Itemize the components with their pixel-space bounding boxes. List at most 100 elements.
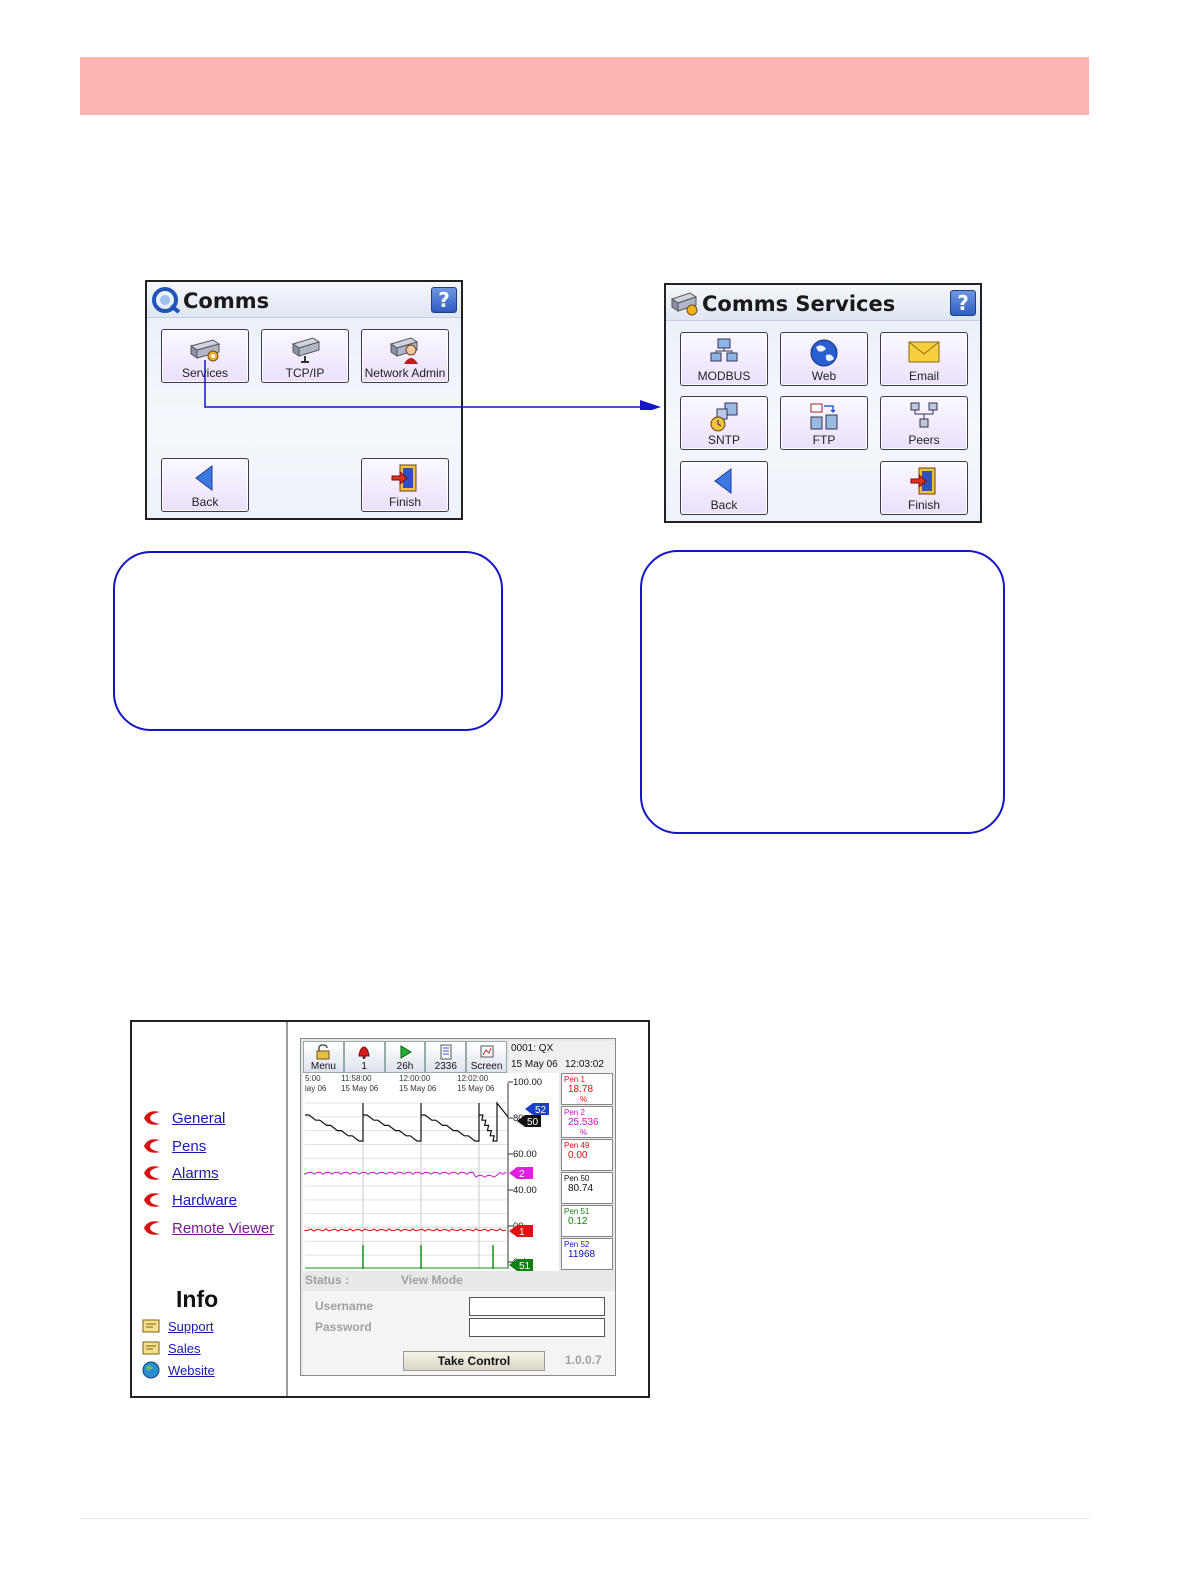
back-arrow-icon (714, 468, 732, 494)
tcpip-button[interactable]: TCP/IP (261, 329, 349, 383)
pen-value: 25.536 (568, 1117, 599, 1128)
recorder-info: 0001: QX 15 May 06 12:03:02 (509, 1041, 615, 1073)
info-heading: Info (176, 1286, 219, 1312)
date-label: 15 May 06 (457, 1084, 495, 1093)
card-icon (142, 1341, 160, 1355)
red-bullet-icon (144, 1221, 160, 1235)
take-control-button[interactable]: Take Control (403, 1351, 545, 1371)
sntp-button[interactable]: SNTP (680, 396, 768, 450)
web-sidebar: General Pens Alarms Hardware Remote View… (132, 1022, 288, 1396)
nav-alarms-link[interactable]: Alarms (172, 1164, 219, 1182)
nav-remote-viewer-link[interactable]: Remote Viewer (172, 1219, 275, 1237)
support-link[interactable]: Support (168, 1318, 214, 1334)
nav-pens[interactable]: Pens (142, 1135, 206, 1157)
help-button[interactable]: ? (431, 287, 457, 313)
log-tool-button[interactable]: 2336 (425, 1041, 467, 1073)
current-time: 12:03:02 (565, 1059, 604, 1070)
pen-name: Pen 1 (564, 1075, 585, 1084)
back-button[interactable]: Back (680, 461, 768, 515)
recorder-toolbar: Menu 1 26h 2336 Screen (303, 1041, 507, 1073)
network-admin-button[interactable]: Network Admin (361, 329, 449, 383)
envelope-icon (908, 341, 940, 363)
comms-logo-icon (152, 287, 181, 314)
finish-door-icon (910, 467, 936, 495)
sales-link[interactable]: Sales (168, 1340, 201, 1356)
pen-marker-shape (525, 1103, 549, 1115)
pen-value: 11968 (568, 1249, 596, 1260)
nav-alarms[interactable]: Alarms (142, 1162, 219, 1184)
status-label: Status : (305, 1273, 350, 1287)
screen-icon (480, 1045, 494, 1058)
screen-tool-button[interactable]: Screen (466, 1041, 507, 1073)
callout-comms-services (640, 550, 1005, 834)
info-support[interactable]: Support (142, 1317, 214, 1335)
password-input[interactable] (469, 1318, 605, 1337)
alarm-tool-button[interactable]: 1 (343, 1041, 385, 1073)
modbus-button[interactable]: MODBUS (680, 332, 768, 386)
pen-marker-shape (517, 1115, 541, 1127)
pen-unit: % (580, 1128, 588, 1137)
web-remote-viewer-screenshot: General Pens Alarms Hardware Remote View… (130, 1020, 650, 1398)
connector-arrow (204, 360, 661, 410)
modbus-icon (710, 338, 738, 362)
back-label: Back (191, 495, 219, 509)
red-bullet-icon (144, 1111, 160, 1125)
globe-icon (142, 1361, 160, 1379)
nav-hardware-link[interactable]: Hardware (172, 1191, 238, 1209)
version-label: 1.0.0.7 (565, 1353, 602, 1367)
scale-label: 60.00 (513, 1149, 537, 1160)
info-sales[interactable]: Sales (142, 1339, 201, 1357)
nav-general[interactable]: General (142, 1107, 225, 1129)
modbus-label: MODBUS (697, 369, 751, 383)
info-website[interactable]: Website (142, 1361, 215, 1379)
pen-unit: % (580, 1095, 588, 1104)
web-button[interactable]: Web (780, 332, 868, 386)
scale-label: 40.00 (513, 1185, 537, 1196)
page-title: Comms (183, 289, 270, 313)
red-bullet-icon (144, 1139, 160, 1153)
nav-pens-link[interactable]: Pens (172, 1137, 207, 1155)
nav-remote-viewer[interactable]: Remote Viewer (142, 1217, 274, 1239)
username-label: Username (315, 1299, 374, 1313)
email-button[interactable]: Email (880, 332, 968, 386)
sntp-label: SNTP (707, 433, 740, 447)
ftp-label: FTP (812, 433, 836, 447)
network-admin-label: Network Admin (364, 366, 446, 380)
nav-hardware[interactable]: Hardware (142, 1189, 237, 1211)
card-icon (142, 1319, 160, 1333)
back-arrow-icon (195, 465, 213, 491)
page-title: Comms Services (702, 292, 896, 316)
tcpip-label: TCP/IP (285, 366, 325, 380)
login-panel: Username Password Take Control 1.0.0.7 (303, 1291, 615, 1375)
comms-services-titlebar: Comms Services ? (666, 285, 980, 321)
alarm-bell-icon (358, 1046, 370, 1059)
list-icon (440, 1044, 452, 1060)
date-label: 15 May 06 (399, 1084, 437, 1093)
pen-marker-shape (509, 1225, 533, 1237)
nav-general-link[interactable]: General (172, 1109, 226, 1127)
footer-rule (80, 1518, 1089, 1519)
pen-value: 18.78 (568, 1084, 594, 1095)
menu-tool-button[interactable]: Menu (303, 1041, 344, 1073)
remote-viewer-panel: Menu 1 26h 2336 Screen 0001: QX 15 May 0… (300, 1038, 616, 1376)
ftp-button[interactable]: FTP (780, 396, 868, 450)
back-button[interactable]: Back (161, 458, 249, 512)
finish-button[interactable]: Finish (880, 461, 968, 515)
pen-name: Pen 2 (564, 1108, 585, 1117)
scale-label: 80 (513, 1113, 524, 1124)
series-line-pen-1 (304, 1228, 507, 1232)
play-tool-button[interactable]: 26h (384, 1041, 426, 1073)
time-label: 11:58:00 (341, 1074, 372, 1083)
peers-button[interactable]: Peers (880, 396, 968, 450)
back-label: Back (710, 498, 738, 512)
finish-button[interactable]: Finish (361, 458, 449, 512)
help-button[interactable]: ? (950, 290, 976, 316)
website-link[interactable]: Website (168, 1362, 215, 1378)
username-input[interactable] (469, 1297, 605, 1316)
pen-marker-shape (509, 1259, 533, 1271)
